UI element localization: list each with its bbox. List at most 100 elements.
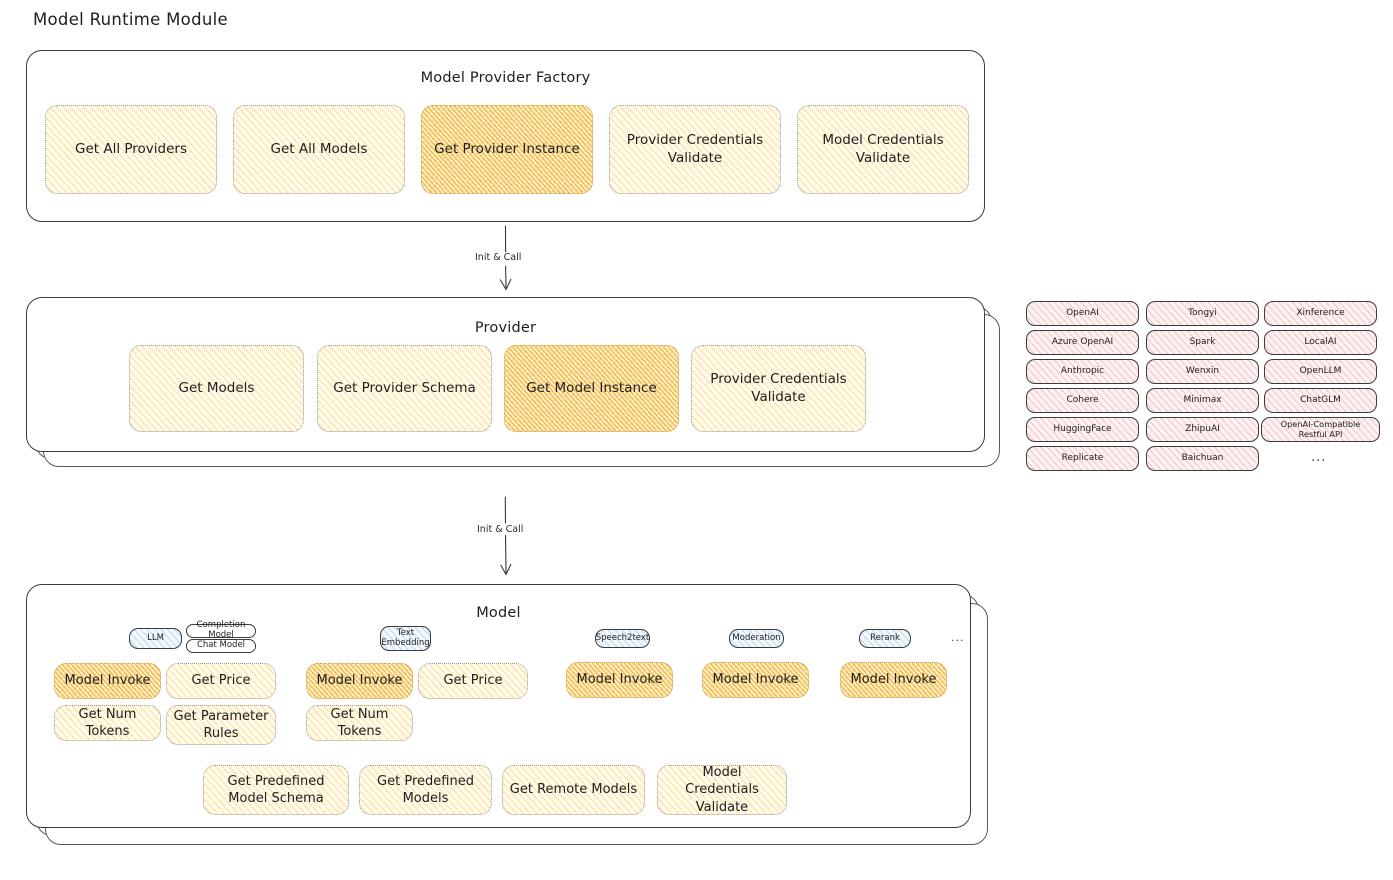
chip-label: Xinference [1296,308,1345,319]
provider-chip-baichuan[interactable]: Baichuan [1146,446,1259,471]
provider-chip-wenxin[interactable]: Wenxin [1146,359,1259,384]
badge-label: LLM [147,632,164,643]
chip-label: ChatGLM [1300,395,1341,406]
panel-title-model: Model [476,605,521,621]
badge-label: Speech2text [595,632,650,643]
chip-label: OpenAI-Compatible Restful API [1280,419,1361,439]
model-type-badge-text-embedding[interactable]: Text Embedding [380,626,431,651]
node-label: Get Num Tokens [330,706,389,739]
panel-model: Model [26,584,988,845]
node-get-models[interactable]: Get Models [129,345,304,432]
node-label: Get Num Tokens [78,706,137,739]
provider-chip-localai[interactable]: LocalAI [1264,330,1377,355]
provider-chip-minimax[interactable]: Minimax [1146,388,1259,413]
node-label: Get All Providers [75,140,187,157]
node-label: Model Invoke [64,673,151,689]
node-get-remote-models[interactable]: Get Remote Models [502,765,645,815]
node-llm-get-num-tokens[interactable]: Get Num Tokens [54,705,161,741]
node-llm-model-invoke[interactable]: Model Invoke [54,663,161,699]
arrow-provider-to-model [494,496,518,581]
badge-label: Completion Model [196,620,246,640]
chip-label: Azure OpenAI [1051,337,1114,348]
badge-label: Moderation [732,632,781,643]
node-llm-get-parameter-rules[interactable]: Get Parameter Rules [166,705,276,745]
chip-label: Wenxin [1185,366,1220,377]
model-types-ellipsis: ... [951,631,965,644]
node-text-embedding-get-num-tokens[interactable]: Get Num Tokens [306,705,413,741]
node-label: Model Credentials Validate [822,131,944,166]
chip-label: Spark [1189,337,1216,348]
provider-chip-openai[interactable]: OpenAI [1026,301,1139,326]
node-get-model-instance[interactable]: Get Model Instance [504,345,679,432]
node-label: Model Invoke [712,672,799,688]
provider-chip-zhipuai[interactable]: ZhipuAI [1146,417,1259,442]
provider-chip-replicate[interactable]: Replicate [1026,446,1139,471]
node-provider-credentials-validate[interactable]: Provider Credentials Validate [609,105,781,194]
node-get-predefined-models[interactable]: Get Predefined Models [359,765,492,815]
node-get-predefined-model-schema[interactable]: Get Predefined Model Schema [203,765,349,815]
chip-label: OpenAI [1066,308,1099,319]
node-label: Model Credentials Validate [685,765,759,815]
node-label: Get All Models [270,140,368,157]
node-label: Model Invoke [576,672,663,688]
provider-chip-tongyi[interactable]: Tongyi [1146,301,1259,326]
chip-label: Tongyi [1188,308,1217,319]
node-get-provider-instance[interactable]: Get Provider Instance [421,105,593,194]
badge-label: Text Embedding [381,627,430,648]
badge-label: Chat Model [196,640,246,651]
provider-chip-openai-compatible-restful-api[interactable]: OpenAI-Compatible Restful API [1261,417,1380,442]
chip-label: Cohere [1066,395,1099,406]
arrow-label-init-and-call-1: Init & Call [472,252,525,263]
node-label: Get Predefined Model Schema [227,773,325,806]
chip-label: ZhipuAI [1185,424,1220,435]
badge-label: Rerank [870,632,900,643]
provider-list-ellipsis: ... [1311,450,1327,465]
node-get-provider-schema[interactable]: Get Provider Schema [317,345,492,432]
node-label: Get Remote Models [509,782,638,798]
node-model-credentials-validate-2[interactable]: Model Credentials Validate [657,765,787,815]
model-sub-badge-chat-model[interactable]: Chat Model [186,639,256,653]
node-label: Get Provider Instance [434,140,580,157]
model-type-badge-llm[interactable]: LLM [129,628,182,649]
arrow-label-init-and-call-2: Init & Call [474,524,527,535]
node-label: Get Model Instance [526,379,657,396]
provider-chip-chatglm[interactable]: ChatGLM [1264,388,1377,413]
node-label: Model Invoke [316,673,403,689]
node-rerank-model-invoke[interactable]: Model Invoke [840,662,947,698]
provider-chip-cohere[interactable]: Cohere [1026,388,1139,413]
node-model-credentials-validate[interactable]: Model Credentials Validate [797,105,969,194]
node-text-embedding-get-price[interactable]: Get Price [418,663,528,699]
provider-chip-spark[interactable]: Spark [1146,330,1259,355]
provider-chip-azure-openai[interactable]: Azure OpenAI [1026,330,1139,355]
chip-label: Replicate [1061,453,1104,464]
panel-title-model-provider-factory: Model Provider Factory [420,70,591,86]
node-moderation-model-invoke[interactable]: Model Invoke [702,662,809,698]
provider-chip-huggingface[interactable]: HuggingFace [1026,417,1139,442]
node-label: Get Price [191,673,251,689]
node-label: Get Price [443,673,503,689]
node-label: Provider Credentials Validate [710,370,847,405]
node-get-all-models[interactable]: Get All Models [233,105,405,194]
node-label: Get Provider Schema [333,379,476,396]
model-type-badge-moderation[interactable]: Moderation [729,629,784,648]
node-label: Get Models [178,379,255,396]
model-type-badge-speech2text[interactable]: Speech2text [595,629,650,648]
node-text-embedding-model-invoke[interactable]: Model Invoke [306,663,413,699]
provider-chip-anthropic[interactable]: Anthropic [1026,359,1139,384]
node-speech2text-model-invoke[interactable]: Model Invoke [566,662,673,698]
node-label: Get Predefined Models [377,773,474,806]
node-get-all-providers[interactable]: Get All Providers [45,105,217,194]
provider-chip-openllm[interactable]: OpenLLM [1264,359,1377,384]
chip-label: Anthropic [1060,366,1105,377]
model-type-badge-rerank[interactable]: Rerank [859,629,911,648]
node-label: Provider Credentials Validate [626,131,764,166]
model-sub-badge-completion-model[interactable]: Completion Model [186,620,256,640]
node-llm-get-price[interactable]: Get Price [166,663,276,699]
chip-label: OpenLLM [1299,366,1342,377]
provider-chip-xinference[interactable]: Xinference [1264,301,1377,326]
chip-label: HuggingFace [1053,424,1112,435]
chip-label: Baichuan [1181,453,1224,464]
node-label: Model Invoke [850,672,937,688]
node-provider-credentials-validate-2[interactable]: Provider Credentials Validate [691,345,866,432]
